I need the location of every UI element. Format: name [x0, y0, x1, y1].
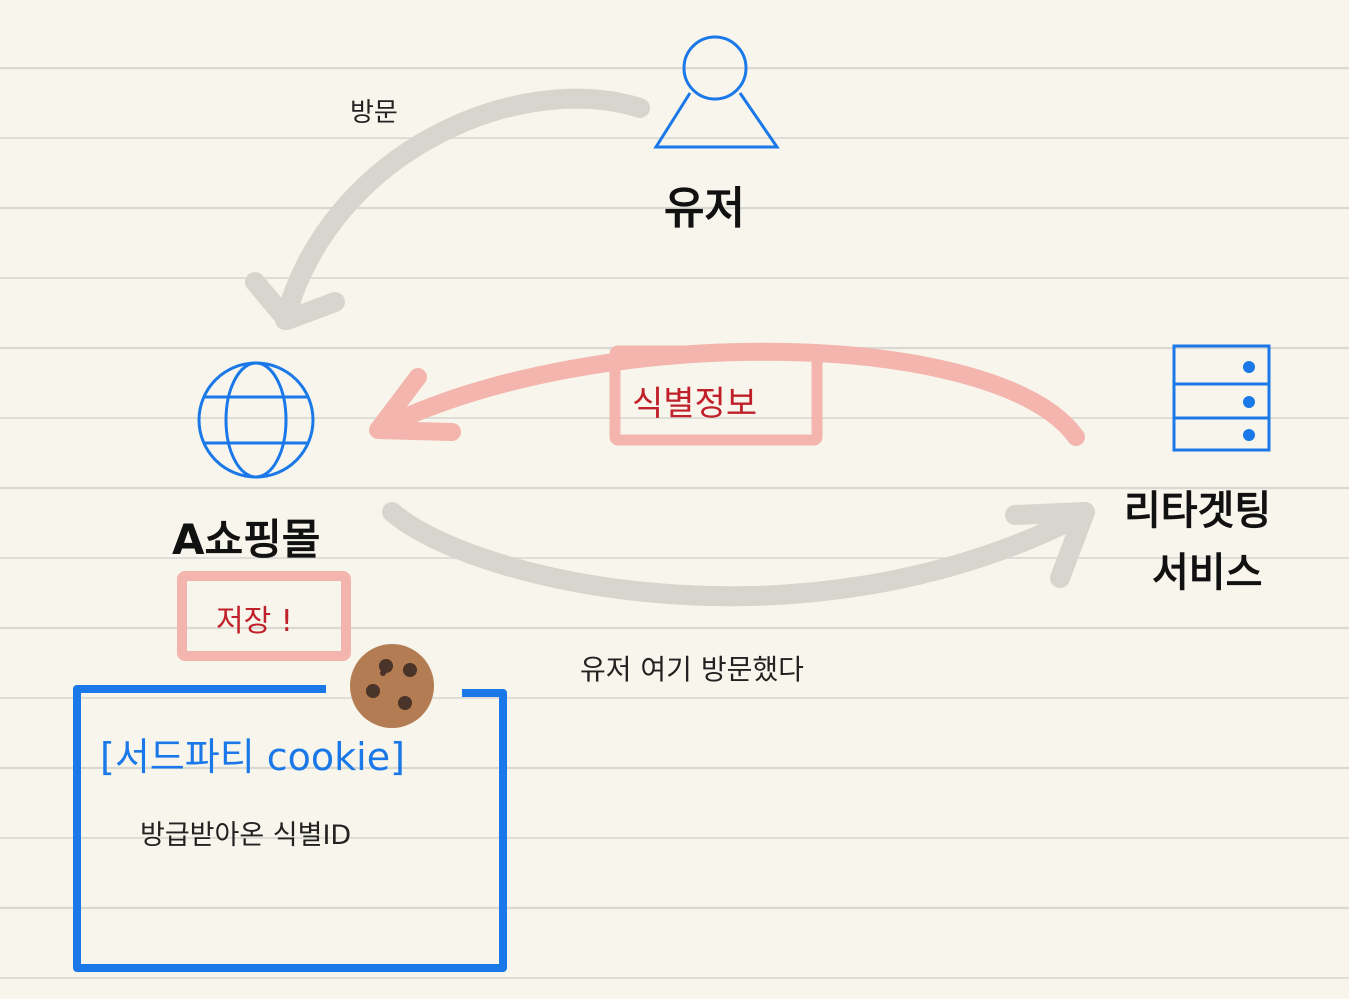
visit-arrow — [275, 88, 650, 330]
shop-label: A쇼핑몰 — [172, 515, 321, 564]
notify-arrowhead — [1005, 502, 1095, 588]
visit-edge-label: 방문 — [350, 98, 398, 128]
ident-edge-label: 식별정보 — [632, 384, 758, 424]
server-icon — [1172, 344, 1271, 452]
ident-badge-frame — [609, 345, 823, 446]
globe-icon — [197, 361, 315, 479]
user-label: 유저 — [664, 183, 745, 234]
visit-arrowhead — [245, 272, 345, 330]
save-badge-label: 저장 ! — [216, 604, 293, 639]
notify-edge-label: 유저 여기 방문했다 — [580, 653, 804, 686]
retargeting-label-line1: 리타겟팅 — [1124, 488, 1272, 534]
notify-arrow — [382, 502, 1092, 607]
cookie-box-frame — [73, 685, 507, 972]
cookie-box-body: 방급받아온 식별ID — [140, 820, 352, 851]
retargeting-label-line2: 서비스 — [1152, 550, 1263, 596]
ident-arrowhead — [369, 368, 461, 441]
cookie-icon — [350, 644, 434, 728]
cookie-box-title: [서드파티 cookie] — [100, 735, 405, 779]
user-icon — [653, 35, 780, 149]
save-badge-frame — [177, 571, 351, 661]
